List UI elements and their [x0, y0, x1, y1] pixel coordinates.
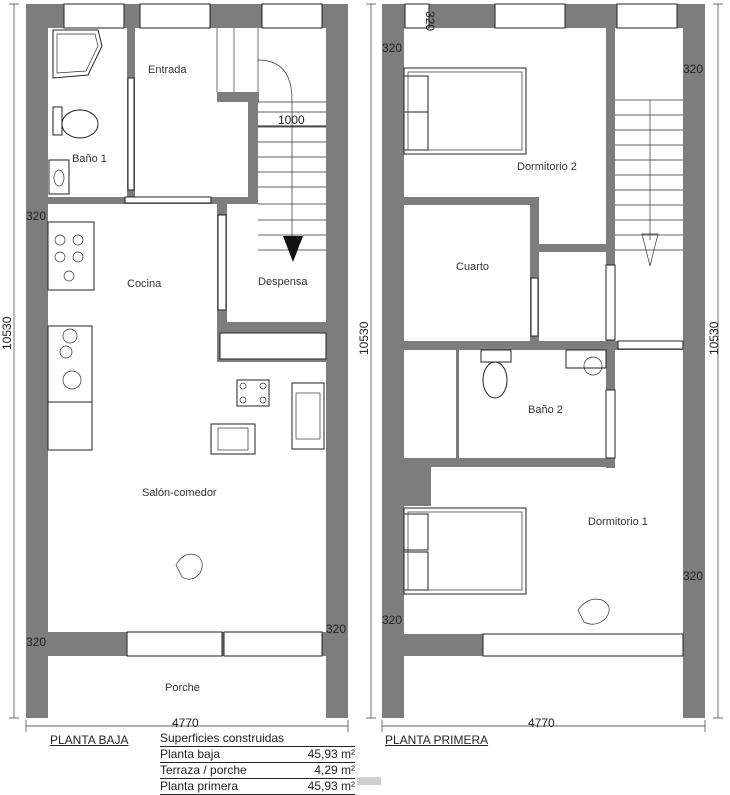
- east-wall: [326, 4, 348, 718]
- dimension-label: 320: [382, 41, 402, 55]
- room-label: Cuarto: [456, 261, 489, 273]
- surface-label: Planta primera: [160, 779, 239, 793]
- window: [63, 3, 125, 29]
- ground-floor-title: PLANTA BAJA: [50, 733, 129, 747]
- room-label: Cocina: [127, 278, 162, 290]
- surface-value: 45,93 m²: [307, 747, 355, 761]
- partition: [248, 92, 258, 200]
- bathroom-2-fixtures: [480, 349, 610, 625]
- partition: [217, 92, 259, 102]
- scroll-marker: [357, 777, 381, 785]
- dimension-label: 320: [326, 622, 346, 636]
- dimension-label: 10530: [707, 321, 721, 355]
- porch-door: [126, 631, 223, 657]
- first-dimension-labels: 10530 10530 4770 320 320 320 320 320: [357, 11, 721, 730]
- room-label: Salón-comedor: [142, 487, 217, 499]
- porch-door: [223, 631, 323, 657]
- room-label: Dormitorio 1: [588, 516, 648, 528]
- stair-arrow: [283, 236, 303, 262]
- surface-row: Planta baja 45,93 m²: [160, 747, 355, 763]
- room-label: Baño 2: [528, 404, 563, 416]
- dimension-label: 320: [26, 635, 46, 649]
- staircase: [216, 28, 326, 262]
- window: [261, 3, 323, 29]
- surfaces-heading: Superficies construidas: [160, 731, 355, 747]
- partition: [530, 197, 539, 342]
- west-wall: [382, 4, 404, 718]
- dimension-label: 320: [382, 613, 402, 627]
- partition: [404, 458, 615, 467]
- partition: [606, 28, 615, 468]
- surfaces-table: Superficies construidas Planta baja 45,9…: [160, 731, 355, 795]
- surface-value: 45,93 m²: [307, 779, 355, 793]
- kitchen-counter: [47, 221, 95, 451]
- surface-value: 4,29 m²: [314, 763, 355, 777]
- window: [404, 3, 430, 29]
- bath-door: [127, 77, 135, 191]
- partition: [539, 244, 607, 252]
- partition: [48, 197, 92, 204]
- door: [605, 389, 616, 459]
- terrace-door: [482, 633, 684, 657]
- ground-dimension-labels: 10530 4770 1000 320 320 320: [0, 113, 346, 730]
- surface-label: Terraza / porche: [160, 763, 247, 777]
- window: [616, 3, 678, 29]
- living-furniture: [175, 379, 325, 580]
- dimension-label: 10530: [0, 316, 14, 350]
- first-floor-plan: [366, 3, 723, 732]
- dimension-label: 320: [683, 569, 703, 583]
- partition: [456, 350, 459, 458]
- door: [617, 340, 684, 350]
- ground-floor-plan: [9, 3, 349, 732]
- beds: [403, 67, 527, 595]
- partition: [404, 466, 431, 506]
- partition: [404, 341, 683, 350]
- bathroom-fixtures: [48, 29, 103, 195]
- dimension-label: 320: [683, 62, 703, 76]
- dimension-label: 4770: [528, 716, 555, 730]
- dimension-label: 10530: [357, 321, 371, 355]
- ground-room-labels: Entrada Baño 1 Cocina Despensa Salón-com…: [72, 64, 308, 694]
- first-room-labels: Dormitorio 2 Cuarto Baño 2 Dormitorio 1: [456, 161, 648, 528]
- room-label: Dormitorio 2: [517, 161, 577, 173]
- east-wall: [683, 4, 705, 718]
- door: [530, 277, 539, 337]
- ground-dimensions: [9, 3, 349, 732]
- surface-label: Planta baja: [160, 747, 221, 761]
- dimension-label: 320: [26, 209, 46, 223]
- west-wall: [26, 4, 48, 718]
- surface-row: Terraza / porche 4,29 m²: [160, 763, 355, 779]
- staircase: [615, 99, 683, 267]
- sliding-door: [124, 196, 212, 204]
- window: [139, 3, 211, 29]
- dimension-label: 4770: [172, 716, 199, 730]
- dimension-label: 320: [423, 11, 437, 31]
- room-label: Despensa: [258, 276, 308, 288]
- room-label: Entrada: [148, 64, 187, 76]
- first-dimensions: [366, 3, 723, 732]
- room-label: Porche: [165, 682, 200, 694]
- dimension-label: 1000: [278, 113, 305, 127]
- surface-row: Planta primera 45,93 m²: [160, 779, 355, 795]
- room-label: Baño 1: [72, 153, 107, 165]
- door: [605, 264, 616, 341]
- first-floor-title: PLANTA PRIMERA: [385, 733, 489, 747]
- pantry-door: [217, 214, 227, 311]
- partition: [404, 197, 539, 205]
- window: [494, 3, 566, 29]
